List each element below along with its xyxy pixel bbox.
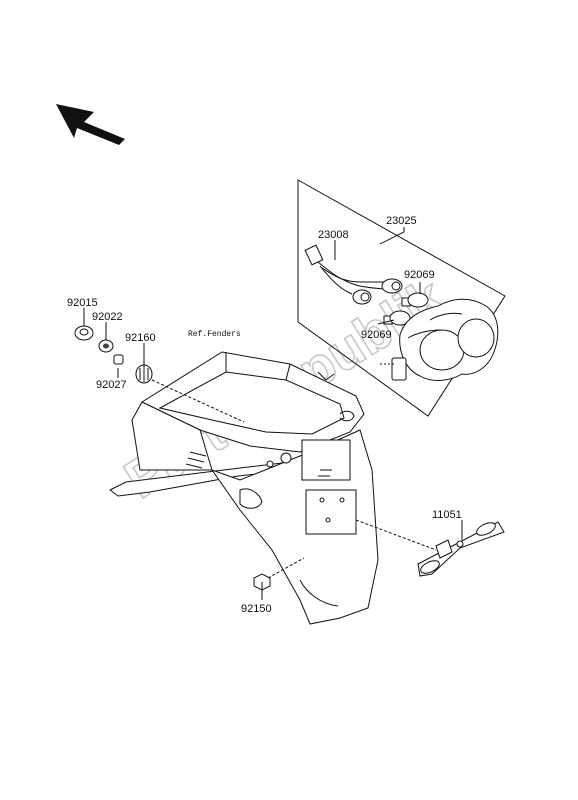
- part-label-92150: 92150: [241, 603, 272, 615]
- rear-fender: [109, 351, 379, 625]
- bulb-lower: [383, 310, 411, 326]
- hardware-collar: [113, 354, 124, 365]
- part-label-23008: 23008: [318, 229, 349, 241]
- part-label-92069-lower: 92069: [361, 329, 392, 341]
- reference-label: Ref.Fenders: [188, 330, 241, 339]
- license-plate-bracket: [417, 521, 505, 577]
- socket-harness: [304, 244, 403, 305]
- part-label-11051: 11051: [432, 509, 462, 521]
- taillight-housing: [380, 298, 499, 381]
- part-label-23025: 23025: [386, 215, 417, 227]
- front-direction-arrow-icon: [56, 104, 125, 145]
- part-label-92022: 92022: [92, 311, 123, 323]
- leader-lines: [83, 227, 463, 600]
- taillight-group-box: [297, 179, 506, 417]
- part-label-92069-upper: 92069: [404, 269, 435, 281]
- part-label-92160: 92160: [125, 332, 156, 344]
- part-label-92015: 92015: [67, 297, 98, 309]
- part-label-92027: 92027: [96, 379, 127, 391]
- bolt: [253, 573, 271, 594]
- bulb-upper: [401, 292, 429, 308]
- hardware-nut: [74, 325, 94, 341]
- hardware-grommet: [135, 364, 153, 384]
- hardware-washer: [98, 339, 114, 353]
